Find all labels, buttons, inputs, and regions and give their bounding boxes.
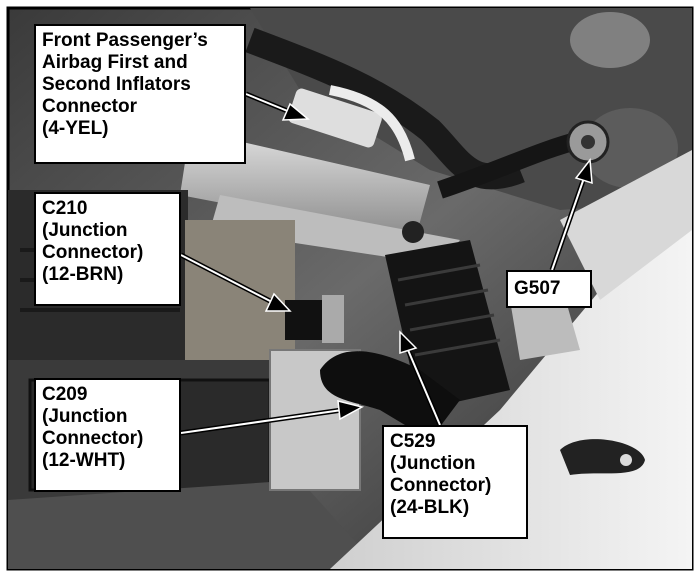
callout-g507: G507 <box>506 270 592 308</box>
callout-line: (Junction <box>390 453 476 474</box>
callout-line: Connector) <box>42 428 144 449</box>
callout-line: Airbag First and <box>42 52 188 73</box>
callout-c210: C210 (Junction Connector) (12-BRN) <box>34 192 181 306</box>
callout-line: (12-BRN) <box>42 264 124 285</box>
callout-line: C529 <box>390 431 436 452</box>
callout-line: C209 <box>42 384 88 405</box>
callout-line: (Junction <box>42 406 128 427</box>
callout-line: (Junction <box>42 220 128 241</box>
callout-line: (4-YEL) <box>42 118 109 139</box>
callout-front-passenger-airbag-connector: Front Passenger’s Airbag First and Secon… <box>34 24 246 164</box>
callout-c209: C209 (Junction Connector) (12-WHT) <box>34 378 181 492</box>
callout-line: G507 <box>514 278 561 299</box>
callout-line: (12-WHT) <box>42 450 126 471</box>
callout-line: Connector) <box>390 475 492 496</box>
callout-c529: C529 (Junction Connector) (24-BLK) <box>382 425 528 539</box>
callout-line: C210 <box>42 198 88 219</box>
callout-line: Connector <box>42 96 137 117</box>
callout-line: (24-BLK) <box>390 497 470 518</box>
callout-line: Second Inflators <box>42 74 191 95</box>
callout-line: Connector) <box>42 242 144 263</box>
callout-line: Front Passenger’s <box>42 30 208 51</box>
